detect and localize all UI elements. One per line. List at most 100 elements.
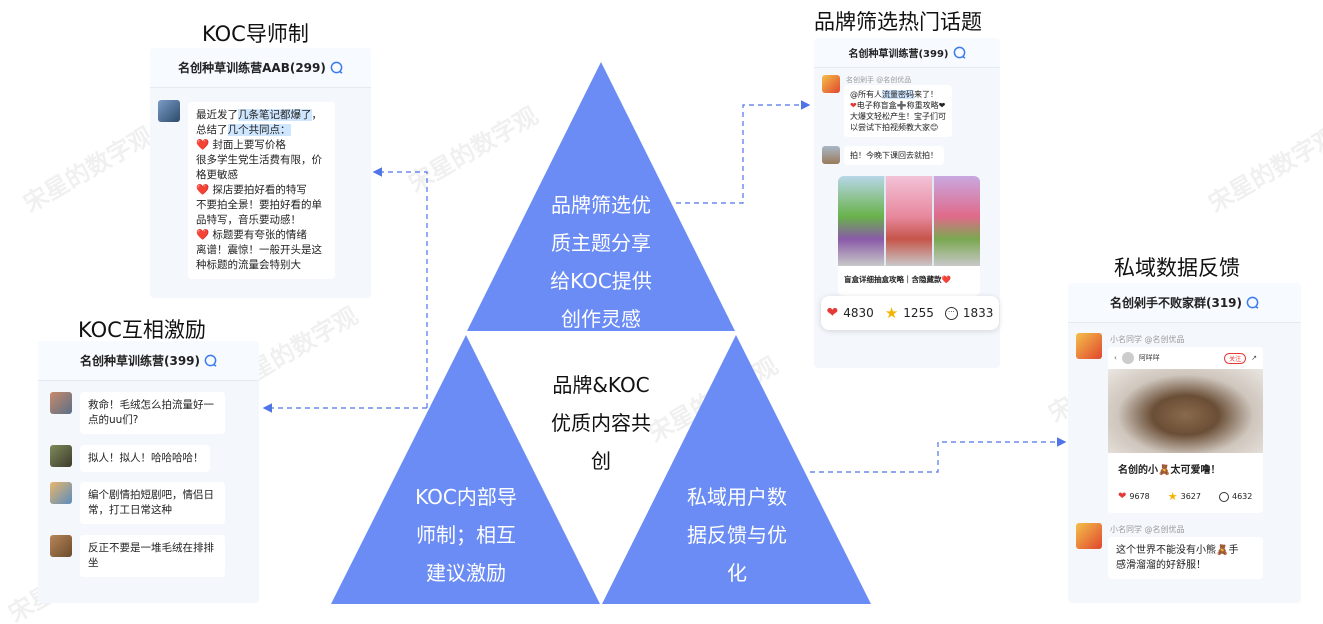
connector-arrow-private [810, 437, 1067, 473]
heart-icon: ❤ [1118, 491, 1127, 502]
triangle-top-line: 质主题分享 [551, 231, 651, 255]
chat-bubble-icon [204, 354, 217, 367]
triangle-top [467, 62, 735, 331]
avatar [822, 146, 840, 164]
message-line: 拍！今晚下课回去就拍！ [850, 151, 938, 160]
highlight-text: 流量密码 [882, 90, 914, 99]
like-count: 9678 [1129, 492, 1150, 501]
product-photo [886, 176, 932, 266]
comment-stat[interactable]: ··· 1833 [944, 306, 994, 320]
post-title: 盲盒详细抽盒攻略｜含隐藏款❤️ [844, 275, 951, 284]
sender-name: 小名同学 @名创优品 [1110, 525, 1185, 534]
message-line: 反正不要是一堆毛绒在排排 [88, 542, 214, 554]
like-count: 4830 [843, 306, 874, 320]
avatar [50, 482, 72, 504]
title-brand-topics: 品牌筛选热门话题 [814, 10, 982, 34]
text: 探店要拍好看的特写 [209, 184, 307, 196]
chat-bubble: 这个世界不能没有小熊🧸手 感滑溜溜的好舒服！ [1108, 537, 1263, 579]
avatar [50, 535, 72, 557]
star-stat[interactable]: ★3627 [1168, 490, 1201, 503]
share-icon[interactable]: ↗ [1251, 354, 1257, 362]
text: @所有人 [850, 90, 882, 99]
chat-bubble-icon [330, 61, 343, 74]
message-line: @所有人流量密码来了！ [850, 89, 946, 100]
post-stats: ❤9678 ★3627 4632 [1108, 476, 1263, 503]
message-line: 总结了几个共同点： [196, 123, 327, 138]
highlight-text: 几个共同点： [227, 124, 291, 136]
group-name: 名创剁手不败家群(319) [1109, 296, 1243, 310]
comment-icon: ··· [944, 306, 958, 320]
triangle-top-line: 品牌筛选优 [551, 193, 651, 217]
heart-icon: ❤️ [196, 139, 210, 151]
chat-bubble: 救命！毛绒怎么拍流量好一 点的uu们? [80, 392, 225, 434]
message-line: 最近发了几条笔记都爆了， [196, 108, 327, 123]
text: 封面上要写价格 [209, 139, 286, 151]
message-line: 很多学生党生活费有限，价 [196, 154, 322, 166]
chat-header: 名创种草训练营(399) [814, 38, 1000, 68]
comment-stat[interactable]: 4632 [1218, 490, 1252, 503]
title-mutual: KOC互相激励 [78, 318, 206, 342]
like-stat[interactable]: ❤4830 [827, 305, 874, 321]
message-line: 品特写，音乐要动感！ [196, 214, 301, 226]
message-line: 感滑溜溜的好舒服！ [1116, 560, 1206, 571]
post-image [1108, 369, 1263, 453]
chat-bubble: 拍！今晚下课回去就拍！ [844, 146, 944, 165]
star-icon: ★ [1167, 490, 1178, 503]
back-icon[interactable]: ‹ [1114, 354, 1117, 362]
triangle-top-text: 品牌筛选优 质主题分享 给KOC提供 创作灵感 [521, 186, 681, 338]
chat-bubble: 编个剧情拍短剧吧，情侣日 常，打工日常这种 [80, 482, 225, 524]
text: ， [311, 109, 323, 121]
shared-post[interactable]: ‹ 阿咩咩 关注 ↗ 名创的小🧸太可爱噜！ ❤9678 ★3627 4632 [1108, 347, 1263, 513]
triangle-right-text: 私域用户数 据反馈与优 化 [657, 478, 817, 592]
message-line: 编个剧情拍短剧吧，情侣日 [88, 489, 214, 501]
follow-button[interactable]: 关注 [1224, 352, 1247, 364]
sender-name: 小名同学 @名创优品 [1110, 335, 1185, 344]
title-private-feedback: 私域数据反馈 [1114, 256, 1240, 280]
author-name: 阿咩咩 [1138, 354, 1160, 362]
group-name: 名创种草训练营(399) [79, 354, 201, 368]
sender-name: 名创剁手 @名创优品 [846, 76, 912, 84]
avatar [1076, 333, 1102, 359]
connector-arrow-mentor [372, 167, 428, 408]
heart-icon: ❤ [850, 101, 857, 110]
message-line: 格更敏感 [196, 169, 238, 181]
post-image [838, 176, 980, 266]
triangle-right [602, 335, 871, 604]
avatar [50, 445, 72, 467]
chat-card-private: 名创剁手不败家群(319) 小名同学 @名创优品 ‹ 阿咩咩 关注 ↗ 名创的小… [1068, 283, 1301, 603]
triangle-right-line: 化 [727, 561, 747, 585]
triangle-left-text: KOC内部导 师制；相互 建议激励 [386, 478, 546, 592]
chat-card-mutual: 名创种草训练营(399) 救命！毛绒怎么拍流量好一 点的uu们? 拟人！拟人！哈… [38, 341, 259, 603]
message-line: 种标题的流量会特别大 [196, 259, 301, 271]
comment-count: 1833 [962, 306, 994, 320]
avatar [1076, 523, 1102, 549]
chat-bubble: @所有人流量密码来了！ ❤电子称盲盒➕称重攻略❤ 大爆文轻松产生！宝子们可 以尝… [844, 85, 952, 137]
heart-icon: ❤️ [196, 184, 210, 196]
message-line: ❤️ 标题要有夸张的情绪 [196, 228, 327, 243]
message-line: ❤️ 探店要拍好看的特写 [196, 183, 327, 198]
like-stat[interactable]: ❤9678 [1118, 490, 1150, 503]
triangle-top-line: 创作灵感 [561, 307, 641, 331]
author-avatar [1121, 352, 1134, 364]
message-line: 不要拍全景！要拍好看的单 [196, 199, 322, 211]
heart-icon: ❤️ [196, 229, 210, 241]
triangle-left-line: 建议激励 [426, 561, 506, 585]
chat-header: 名创种草训练营(399) [38, 341, 259, 381]
star-icon: ★ [884, 304, 899, 322]
star-stat[interactable]: ★1255 [885, 304, 934, 322]
message-line: 点的uu们? [88, 414, 139, 426]
post-title: 名创的小🧸太可爱噜！ [1118, 465, 1221, 476]
triangle-top-line: 给KOC提供 [550, 269, 652, 293]
post-stats-bar: ❤4830 ★1255 ··· 1833 [821, 296, 999, 330]
product-photo [838, 176, 884, 266]
group-name: 名创种草训练营AAB(299) [178, 61, 326, 75]
group-name: 名创种草训练营(399) [848, 49, 949, 60]
chat-card-mentor: 名创种草训练营AAB(299) 最近发了几条笔记都爆了， 总结了几个共同点： ❤… [150, 48, 371, 298]
post-author-bar: ‹ 阿咩咩 关注 ↗ [1108, 347, 1263, 369]
text: 电子称盲盒➕称重攻略❤ [856, 101, 946, 110]
message-line: 拟人！拟人！哈哈哈哈！ [88, 452, 204, 464]
message-line: 大爆文轻松产生！宝子们可 [850, 112, 946, 121]
comment-icon [1218, 491, 1229, 502]
post-card[interactable]: 盲盒详细抽盒攻略｜含隐藏款❤️ [838, 176, 980, 296]
